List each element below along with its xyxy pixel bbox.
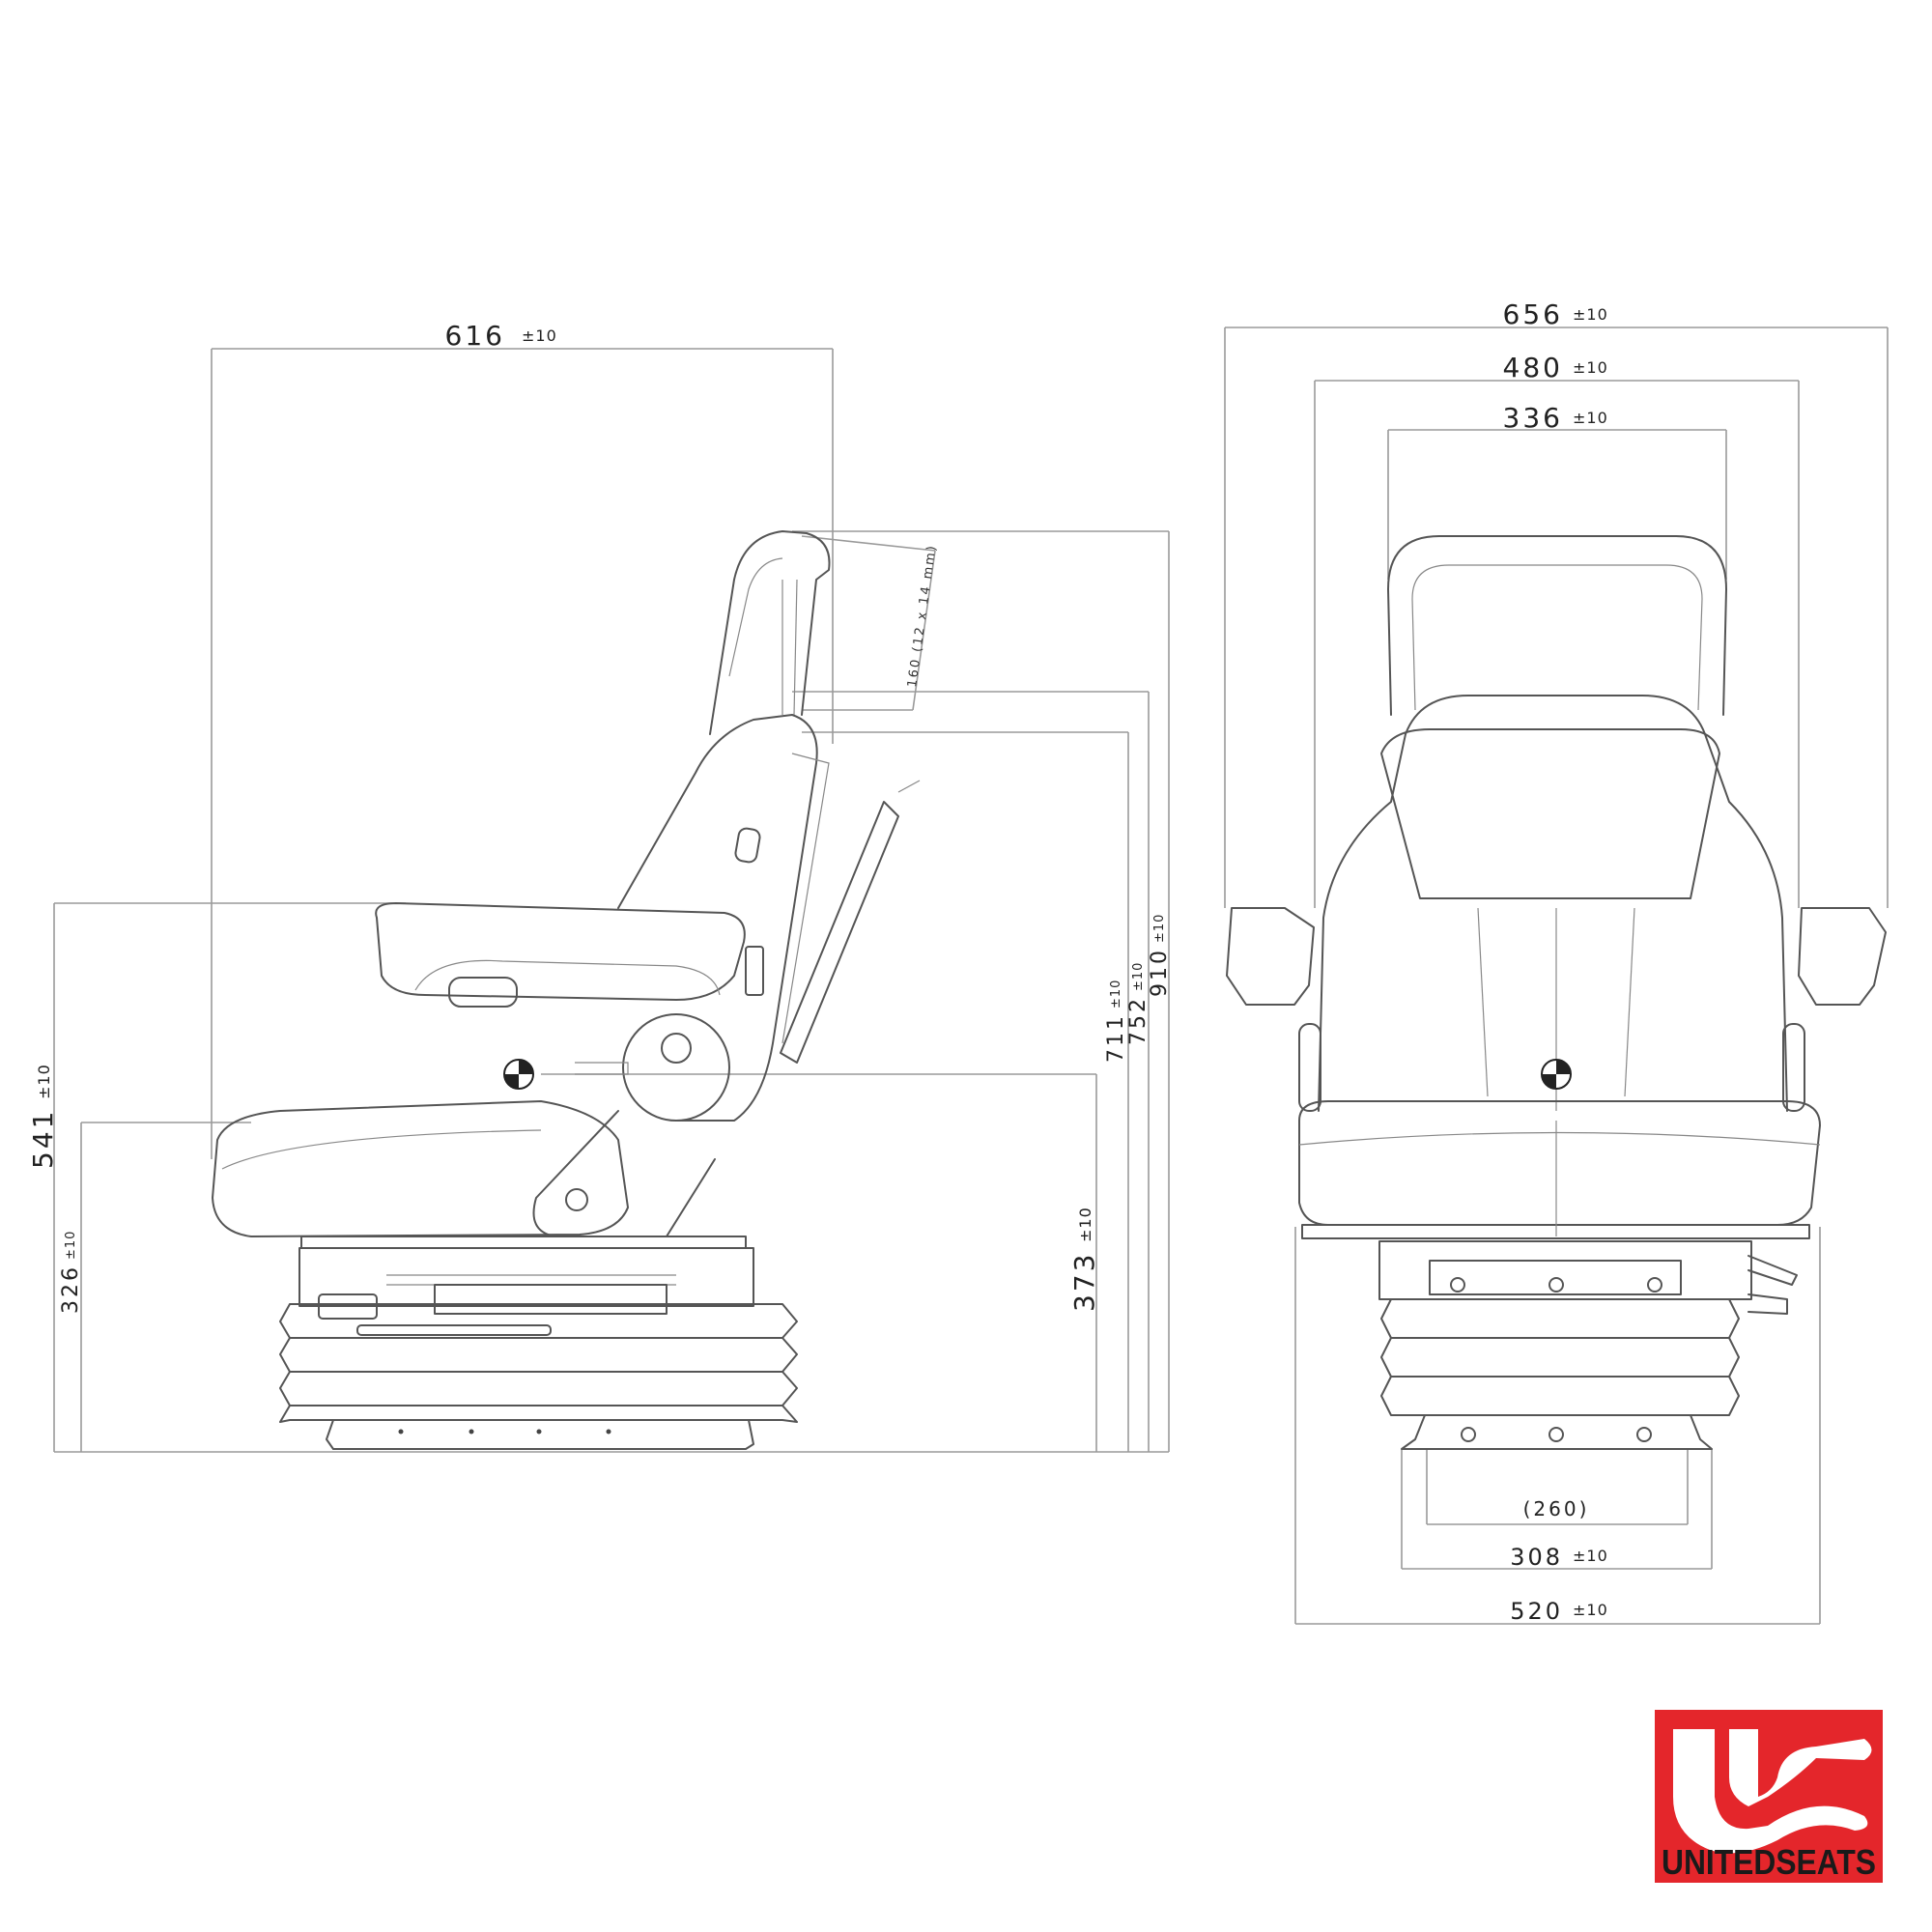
side-bellows xyxy=(279,1303,798,1423)
front-cushion xyxy=(1298,1100,1821,1226)
overall-width-label: 656 xyxy=(1503,298,1563,330)
backrest-mid-label: 752 xyxy=(1126,996,1151,1045)
side-headrest xyxy=(709,530,831,735)
armrest-width-tolerance: ±10 xyxy=(1573,358,1608,377)
depth-tolerance: ±10 xyxy=(522,327,557,345)
armrest-width-label: 480 xyxy=(1503,352,1563,384)
side-armrest xyxy=(375,902,746,1001)
side-base-plate xyxy=(326,1419,754,1450)
logo-text: UNITEDSEATS xyxy=(1662,1842,1876,1882)
seat-height-bottom-tolerance: ±10 xyxy=(64,1231,78,1260)
center-of-gravity-icon xyxy=(1541,1059,1572,1090)
backrest-width-label: 336 xyxy=(1503,402,1563,434)
overall-height-label: 910 xyxy=(1148,948,1172,997)
seat-height-bottom-label: 326 xyxy=(59,1264,83,1314)
front-backrest xyxy=(1318,695,1788,1112)
headrest-adjust-label: 160 (12 x 14 mm) xyxy=(905,543,940,688)
logo-u-shape xyxy=(1673,1729,1868,1854)
side-dimensions: 616 ±10 541 ±10 326 ±10 373 ±10 711 ±10 … xyxy=(27,320,1172,1453)
backrest-low-label: 711 xyxy=(1104,1013,1128,1063)
logo-s-shape xyxy=(1729,1729,1872,1806)
center-of-gravity-icon xyxy=(503,1059,534,1090)
overall-height-tolerance: ±10 xyxy=(1152,914,1167,943)
mount-inner-label: (260) xyxy=(1523,1497,1590,1520)
mount-outer-tolerance: ±10 xyxy=(1573,1547,1608,1565)
front-bellows xyxy=(1380,1298,1740,1416)
cushion-width-tolerance: ±10 xyxy=(1573,1601,1608,1619)
side-view-seat xyxy=(212,530,921,1450)
front-armrest-right xyxy=(1798,907,1887,1006)
front-view-seat xyxy=(1226,535,1887,1450)
recline-lever xyxy=(780,801,899,1064)
cushion-width-label: 520 xyxy=(1510,1598,1563,1625)
side-backrest xyxy=(617,714,818,1122)
overall-width-tolerance: ±10 xyxy=(1573,305,1608,324)
backrest-mid-tolerance: ±10 xyxy=(1131,962,1146,991)
cg-height-tolerance: ±10 xyxy=(1076,1207,1094,1242)
mount-outer-label: 308 xyxy=(1510,1544,1563,1571)
seat-height-top-tolerance: ±10 xyxy=(35,1064,53,1099)
pivot-hub xyxy=(622,1013,730,1122)
front-armrest-left xyxy=(1226,907,1315,1006)
seat-height-top-label: 541 xyxy=(27,1109,59,1169)
cg-height-label: 373 xyxy=(1068,1252,1100,1312)
front-slide-rail xyxy=(1378,1240,1752,1300)
front-headrest xyxy=(1387,535,1727,716)
side-cushion xyxy=(212,1100,629,1237)
front-dimensions: 656 ±10 480 ±10 336 ±10 (260) 308 ±10 52… xyxy=(1224,298,1889,1625)
backrest-low-tolerance: ±10 xyxy=(1109,980,1123,1009)
depth-label: 616 xyxy=(445,320,505,352)
backrest-width-tolerance: ±10 xyxy=(1573,409,1608,427)
unitedseats-logo: UNITEDSEATS xyxy=(1653,1708,1885,1885)
